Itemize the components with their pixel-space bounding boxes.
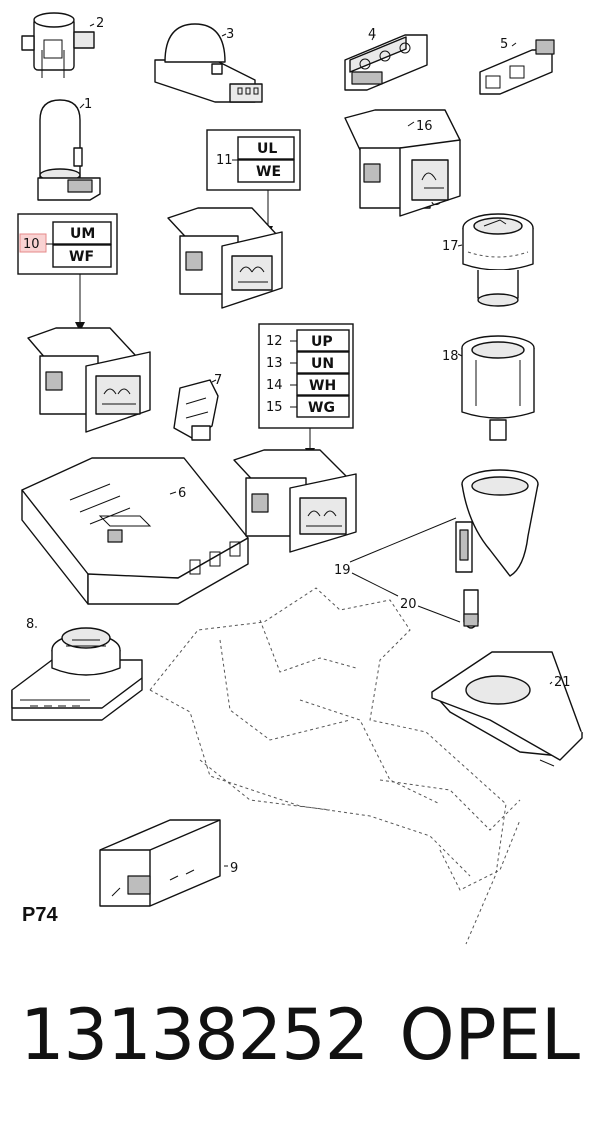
callout-5: 5: [500, 37, 508, 52]
option-code-we: WE: [256, 164, 281, 180]
parts-diagram: 2 1 3 4 5: [11, 12, 583, 945]
part-4-triple-switch: [344, 34, 428, 91]
option-box-10: 10 UM WF: [17, 213, 118, 275]
brand-name: OPEL: [399, 994, 580, 1076]
part-5-connector: [479, 39, 555, 95]
option-box-12-15: 12 13 14 15 UP UN WH WG: [258, 323, 354, 429]
callout-9: 9: [230, 861, 238, 876]
callout-17: 17: [442, 239, 459, 254]
part-7-clip: [173, 379, 219, 441]
part-21-bezel-plate: [431, 651, 583, 767]
callout-19: 19: [334, 563, 351, 578]
part-3-dome-module: [154, 23, 263, 103]
callout-7: 7: [214, 373, 222, 388]
part-9-module-box: [99, 819, 221, 907]
option-box-11: 11 UL WE: [206, 129, 301, 191]
option-code-wf: WF: [69, 249, 94, 265]
part-1-bulb-socket: [37, 99, 101, 201]
part-number: 13138252: [20, 994, 369, 1076]
part-17-rotary-knob: [462, 213, 534, 307]
callout-6: 6: [178, 486, 186, 501]
callout-11: 11: [216, 153, 233, 168]
option-code-um: UM: [70, 226, 95, 242]
callout-14: 14: [266, 378, 283, 393]
part-20-bulb: [463, 589, 479, 629]
part-6-control-module: [21, 457, 249, 605]
part-16-heated-seat-switch: [344, 109, 461, 217]
footer: 13138252 OPEL: [0, 985, 600, 1085]
part-8-knob-assembly: [11, 627, 143, 721]
option-code-ul: UL: [257, 141, 277, 157]
callout-3: 3: [226, 27, 234, 42]
callout-15: 15: [266, 400, 283, 415]
option-code-wh: WH: [309, 378, 336, 394]
callout-8: 8: [26, 617, 34, 632]
option-code-wg: WG: [308, 400, 335, 416]
callout-21: 21: [554, 675, 571, 690]
part-19-lamp-holder: [455, 469, 539, 577]
part-18-lighter-socket: [461, 335, 535, 441]
highlight-callout-10: [19, 233, 47, 253]
callout-16: 16: [416, 119, 433, 134]
part-2-connector-housing: [21, 12, 95, 78]
callout-2: 2: [96, 16, 104, 31]
callout-4: 4: [368, 27, 376, 42]
callout-18: 18: [442, 349, 459, 364]
option-code-up: UP: [311, 334, 333, 350]
callout-1: 1: [84, 97, 92, 112]
callout-10: 10: [23, 237, 40, 252]
switch-option-10: [27, 327, 151, 433]
callout-13: 13: [266, 356, 283, 371]
center-console-outline: [149, 587, 521, 945]
diagram-code: P74: [22, 904, 58, 926]
option-code-un: UN: [311, 356, 334, 372]
switch-option-12-15: [233, 449, 357, 553]
callout-12: 12: [266, 334, 283, 349]
switch-option-11: [167, 207, 283, 309]
callout-20: 20: [400, 597, 417, 612]
